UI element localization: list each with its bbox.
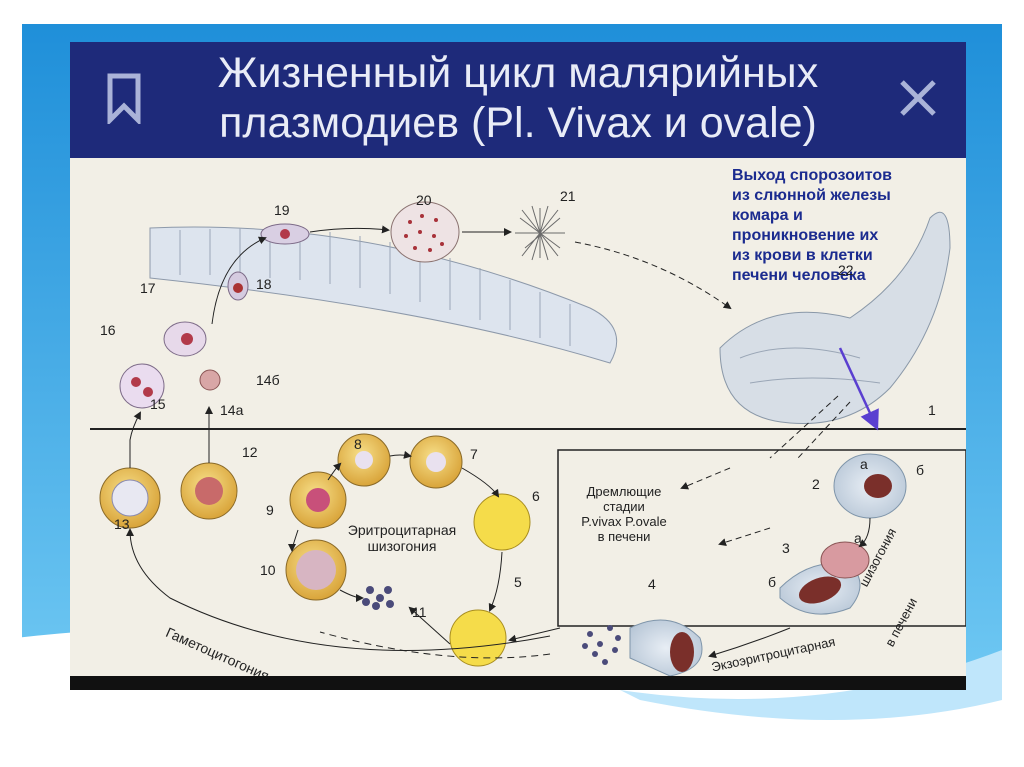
- stage-number-21: 21: [560, 188, 576, 204]
- dormant-line-4: в печени: [597, 529, 651, 544]
- stage-number-16: 16: [100, 322, 116, 338]
- liver-box: [557, 449, 966, 627]
- sporozoite-purple-arrow: [838, 347, 879, 431]
- annotation-line-6: печени человека: [732, 267, 866, 284]
- dormant-dashed-arrow: [319, 631, 551, 659]
- stage-number-6: 6: [532, 488, 540, 504]
- dormant-line-1: Дремлющие: [586, 484, 662, 499]
- erythro-label-line-2: шизогония: [367, 538, 437, 554]
- dormant-stages-label: Дремлющие стадии P.vivax P.ovale в печен…: [564, 484, 684, 544]
- lifecycle-diagram: [90, 201, 966, 676]
- annotation-line-5: из крови в клетки: [732, 247, 873, 264]
- mosquito-stages: [163, 201, 732, 357]
- stage-number-9: 9: [266, 502, 274, 518]
- dormant-line-2: стадии: [603, 499, 645, 514]
- title-line-1: Жизненный цикл малярийных: [217, 49, 819, 97]
- sporozoite-annotation: Выход спорозоитов из слюнной железы кома…: [732, 166, 962, 286]
- gametocytogony-arrow: [126, 528, 551, 651]
- stage-number-14b: 14б: [256, 372, 280, 388]
- stage-label-b-1: б: [916, 462, 925, 478]
- lifecycle-figure: Жизненный цикл малярийных плазмодиев (Pl…: [70, 42, 966, 690]
- bookmark-icon[interactable]: [104, 72, 144, 124]
- stage-number-19: 19: [274, 202, 290, 218]
- stage-number-15: 15: [150, 396, 166, 412]
- annotation-line-4: проникновение их: [732, 227, 879, 244]
- erythrocytic-schizogony-label: Эритроцитарная шизогония: [332, 522, 472, 554]
- page-title: Жизненный цикл малярийных плазмодиев (Pl…: [70, 48, 966, 148]
- erythro-label-line-1: Эритроцитарная: [347, 522, 457, 538]
- stage-number-2: 2: [812, 476, 820, 492]
- liver-stages: [582, 347, 907, 676]
- gametocyte-stages: [99, 363, 238, 529]
- stage-number-4: 4: [648, 576, 656, 592]
- stage-number-18: 18: [256, 276, 272, 292]
- mosquito-gut-epithelium: [149, 226, 618, 364]
- stage-label-a-2: а: [854, 530, 862, 546]
- annotation-line-1: Выход спорозоитов: [732, 167, 892, 184]
- stage-number-14a: 14а: [220, 402, 244, 418]
- erythrocytic-cycle: [285, 433, 561, 667]
- close-icon[interactable]: [896, 76, 940, 120]
- title-line-2: плазмодиев (Pl. Vivax и ovale): [219, 99, 817, 147]
- salivary-gland: [719, 211, 951, 425]
- annotation-line-2: из слюнной железы: [732, 187, 891, 204]
- stage-number-12: 12: [242, 444, 258, 460]
- stage-number-5: 5: [514, 574, 522, 590]
- figure-bottom-bar: [70, 676, 966, 690]
- slide-header: Жизненный цикл малярийных плазмодиев (Pl…: [70, 42, 966, 158]
- stage-number-1: 1: [928, 402, 936, 418]
- stage-number-22: 22: [838, 262, 854, 278]
- stage-number-20: 20: [416, 192, 432, 208]
- stage-number-11: 11: [412, 604, 427, 620]
- stage-number-10: 10: [260, 562, 276, 578]
- stage-number-13: 13: [114, 516, 130, 532]
- annotation-line-3: комара и: [732, 207, 803, 224]
- stage-number-3: 3: [782, 540, 790, 556]
- stage-number-7: 7: [470, 446, 478, 462]
- stage-number-8: 8: [354, 436, 362, 452]
- stage-label-a-1: а: [860, 456, 868, 472]
- dormant-line-3: P.vivax P.ovale: [581, 514, 667, 529]
- stage-label-b-2: б: [768, 574, 777, 590]
- stage-number-17: 17: [140, 280, 156, 296]
